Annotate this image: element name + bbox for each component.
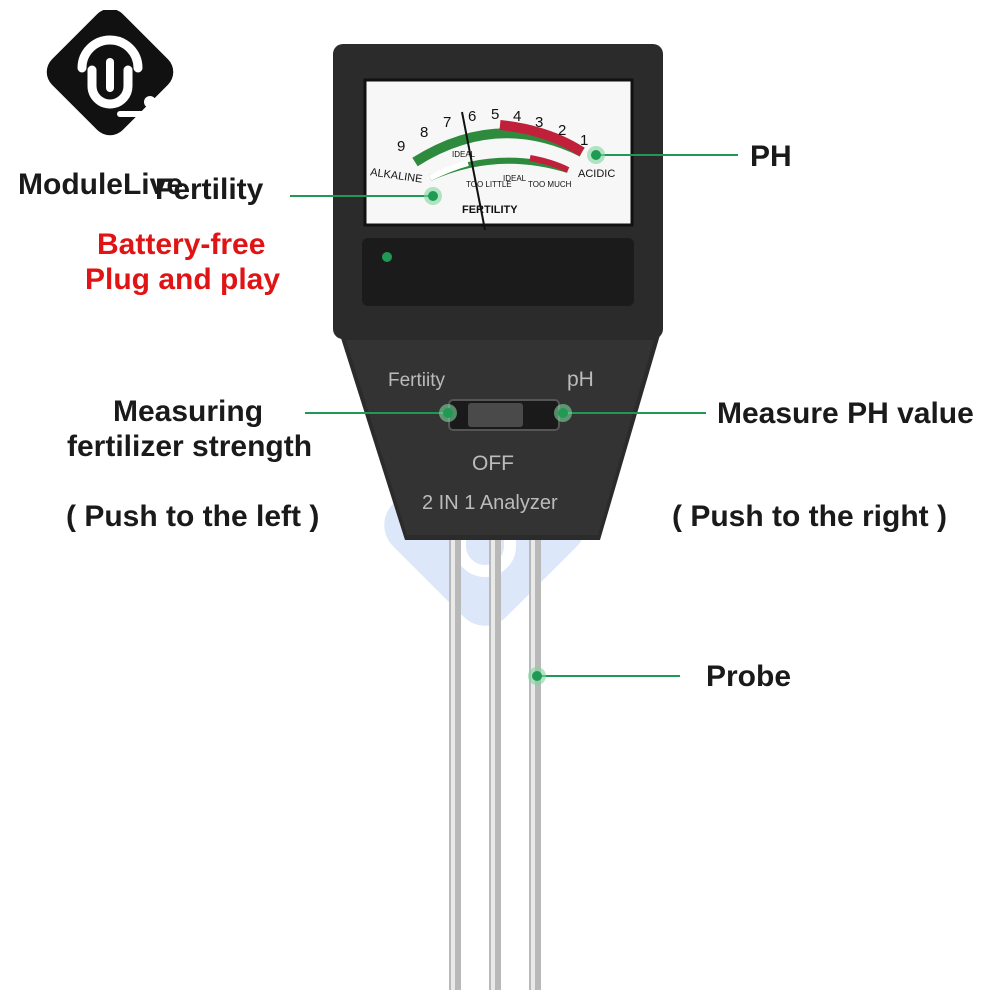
scale-number: 1: [580, 132, 589, 149]
switch-left-label: Fertiity: [388, 370, 445, 391]
model-label: 2 IN 1 Analyzer: [422, 492, 558, 514]
ideal-label: IDEAL: [452, 150, 476, 159]
callout-dots: [382, 146, 605, 685]
switch-off-label: OFF: [472, 452, 514, 475]
too-much-label: TOO MUCH: [528, 180, 572, 189]
acidic-label: ACIDIC: [578, 168, 616, 180]
plug-and-play-callout: Plug and play: [85, 263, 281, 296]
callout-lines: [290, 154, 738, 677]
ideal-center-label: IDEAL: [503, 174, 527, 183]
brand-logo: [30, 8, 190, 170]
scale-number: 7: [443, 114, 452, 131]
brand-name: ModuleLive: [18, 168, 184, 201]
scale-number: 8: [420, 124, 429, 141]
scale-number: 9: [397, 138, 406, 155]
mode-switch-knob[interactable]: [468, 403, 523, 427]
measuring-callout-line2: fertilizer strength: [67, 430, 313, 463]
meter-scale: 9 8 7 6 5 4 3 2 1: [395, 104, 595, 155]
fertility-meter-label: FERTILITY: [462, 204, 518, 216]
probe-callout: Probe: [706, 660, 792, 693]
battery-free-callout: Battery-free: [97, 228, 266, 261]
scale-number: 2: [558, 122, 567, 139]
scale-number: 6: [468, 108, 477, 125]
switch-right-label: pH: [567, 368, 594, 391]
scale-number: 5: [491, 106, 500, 123]
circuit-logo-icon: [46, 8, 174, 136]
ph-callout: PH: [750, 140, 792, 173]
push-right-note: ( Push to the right ): [672, 500, 947, 533]
probe-rods: [449, 520, 541, 990]
blank-panel: [362, 238, 634, 306]
push-left-note: ( Push to the left ): [66, 500, 320, 533]
scale-number: 4: [513, 108, 522, 125]
measuring-callout-line1: Measuring: [113, 395, 264, 428]
too-little-label: TOO LITTLE: [466, 180, 512, 189]
fertility-callout: Fertility: [155, 173, 264, 206]
scale-number: 3: [535, 114, 544, 131]
measure-ph-callout: Measure PH value: [717, 397, 974, 430]
